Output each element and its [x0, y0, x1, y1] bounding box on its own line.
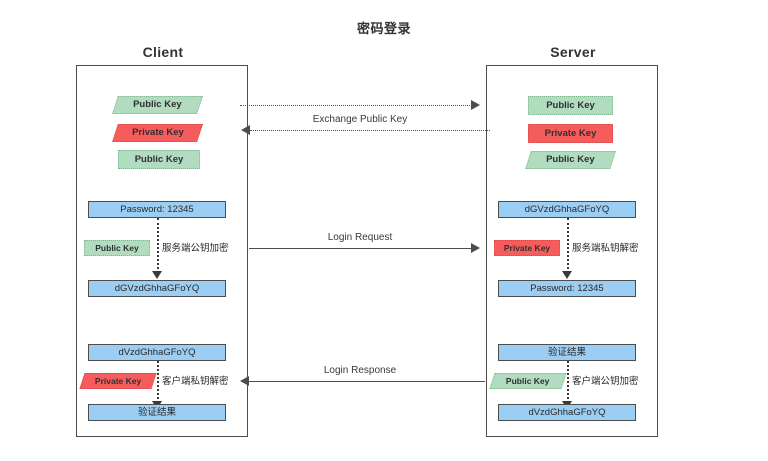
server-request-caption: 服务端私钥解密 — [572, 243, 639, 254]
column-title-server: Server — [550, 44, 596, 60]
server-request-output: Password: 12345 — [498, 280, 636, 297]
client-response-input: dVzdGhhaGFoYQ — [88, 344, 226, 361]
server-request-key: Private Key — [494, 240, 560, 256]
client-request-key: Public Key — [84, 240, 150, 256]
client-response-transform-line — [157, 361, 159, 403]
server-request-transform-line — [567, 218, 569, 273]
client-response-key: Private Key — [79, 373, 157, 389]
client-response-output: 验证结果 — [88, 404, 226, 421]
login-response-arrow-line — [249, 381, 485, 382]
server-key-public-2: Public Key — [525, 151, 616, 169]
login-request-arrow-line — [249, 248, 472, 249]
message-label-login-request: Login Request — [327, 232, 393, 243]
exchange-arrow-line-out — [240, 105, 472, 106]
exchange-arrow-head-left — [241, 125, 250, 135]
exchange-arrow-line-back — [250, 130, 490, 131]
page-title: 密码登录 — [356, 21, 411, 36]
message-label-exchange: Exchange Public Key — [312, 114, 408, 125]
client-request-caption: 服务端公钥加密 — [162, 243, 229, 254]
server-key-public-1: Public Key — [528, 96, 613, 115]
server-request-input: dGVzdGhhaGFoYQ — [498, 201, 636, 218]
server-response-transform-line — [567, 361, 569, 403]
exchange-arrow-head-right — [471, 100, 480, 110]
server-key-private: Private Key — [528, 124, 613, 143]
server-response-caption: 客户端公钥加密 — [572, 376, 639, 387]
server-response-key: Public Key — [489, 373, 567, 389]
client-request-output: dGVzdGhhaGFoYQ — [88, 280, 226, 297]
client-key-private: Private Key — [112, 124, 203, 142]
client-key-public-2: Public Key — [118, 150, 200, 169]
column-title-client: Client — [142, 44, 184, 60]
client-request-transform-arrowhead — [152, 271, 162, 279]
server-request-transform-arrowhead — [562, 271, 572, 279]
server-response-output: dVzdGhhaGFoYQ — [498, 404, 636, 421]
client-key-public-1: Public Key — [112, 96, 203, 114]
client-request-input: Password: 12345 — [88, 201, 226, 218]
login-request-arrow-head — [471, 243, 480, 253]
client-response-caption: 客户端私钥解密 — [162, 376, 229, 387]
message-label-login-response: Login Response — [323, 365, 397, 376]
server-response-input: 验证结果 — [498, 344, 636, 361]
login-response-arrow-head — [240, 376, 249, 386]
client-request-transform-line — [157, 218, 159, 273]
